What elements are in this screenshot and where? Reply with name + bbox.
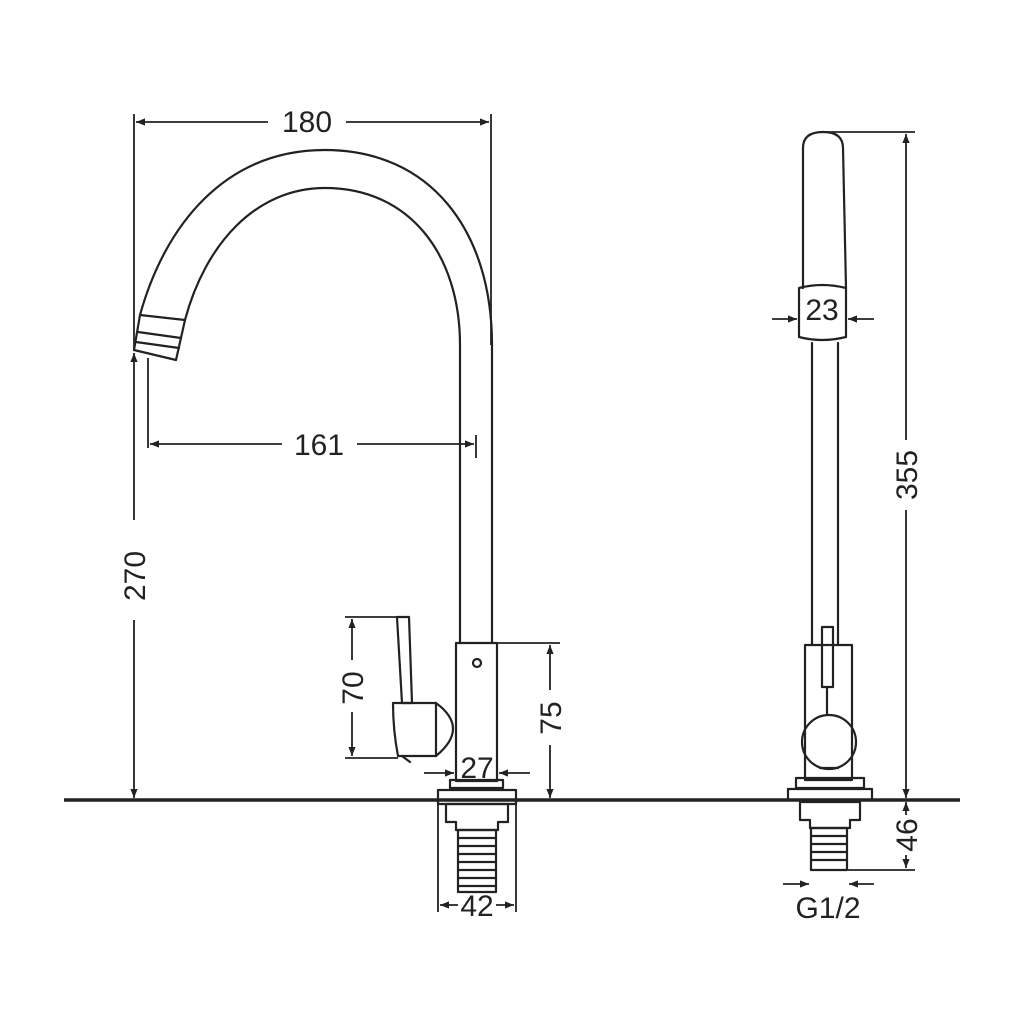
label-355: 355: [891, 450, 924, 500]
label-46: 46: [891, 818, 924, 851]
dim-75: 75: [497, 642, 568, 798]
dim-27: 27: [424, 752, 530, 785]
dim-g12: G1/2: [783, 880, 874, 925]
body-base-ring: [448, 778, 505, 790]
side-handle-knob: [800, 713, 858, 771]
side-view: [786, 130, 874, 872]
label-27: 27: [460, 752, 493, 785]
spout-collar: [797, 283, 848, 342]
handle-lever: [395, 615, 414, 705]
dim-161: 161: [147, 358, 477, 462]
body-screw: [471, 657, 483, 669]
spout-outer: [138, 148, 494, 645]
spout-inner: [183, 186, 462, 645]
label-161: 161: [294, 429, 344, 462]
dim-70: 70: [337, 616, 398, 759]
dim-46: 46: [848, 802, 924, 871]
side-mounting-nut: [798, 800, 862, 830]
dim-355: 355: [824, 131, 924, 798]
side-washer: [786, 787, 874, 802]
handle-knob: [391, 701, 438, 758]
label-75: 75: [535, 701, 568, 734]
dim-270: 270: [119, 353, 152, 798]
mounting-washer: [436, 788, 518, 806]
label-42: 42: [460, 890, 493, 923]
side-handle-lever: [820, 625, 835, 689]
label-g12: G1/2: [795, 892, 860, 925]
aerator: [132, 313, 187, 362]
mounting-nut: [444, 802, 510, 832]
dim-180: 180: [133, 106, 492, 350]
label-270: 270: [119, 551, 152, 601]
side-threaded-shank: [809, 826, 849, 872]
front-view: [132, 148, 518, 894]
label-70: 70: [337, 671, 370, 704]
dim-23: 23: [772, 294, 874, 327]
spout-tip: [801, 130, 848, 290]
label-23: 23: [805, 294, 838, 327]
dim-42: 42: [437, 804, 517, 923]
label-180: 180: [282, 106, 332, 139]
side-body: [803, 643, 854, 782]
